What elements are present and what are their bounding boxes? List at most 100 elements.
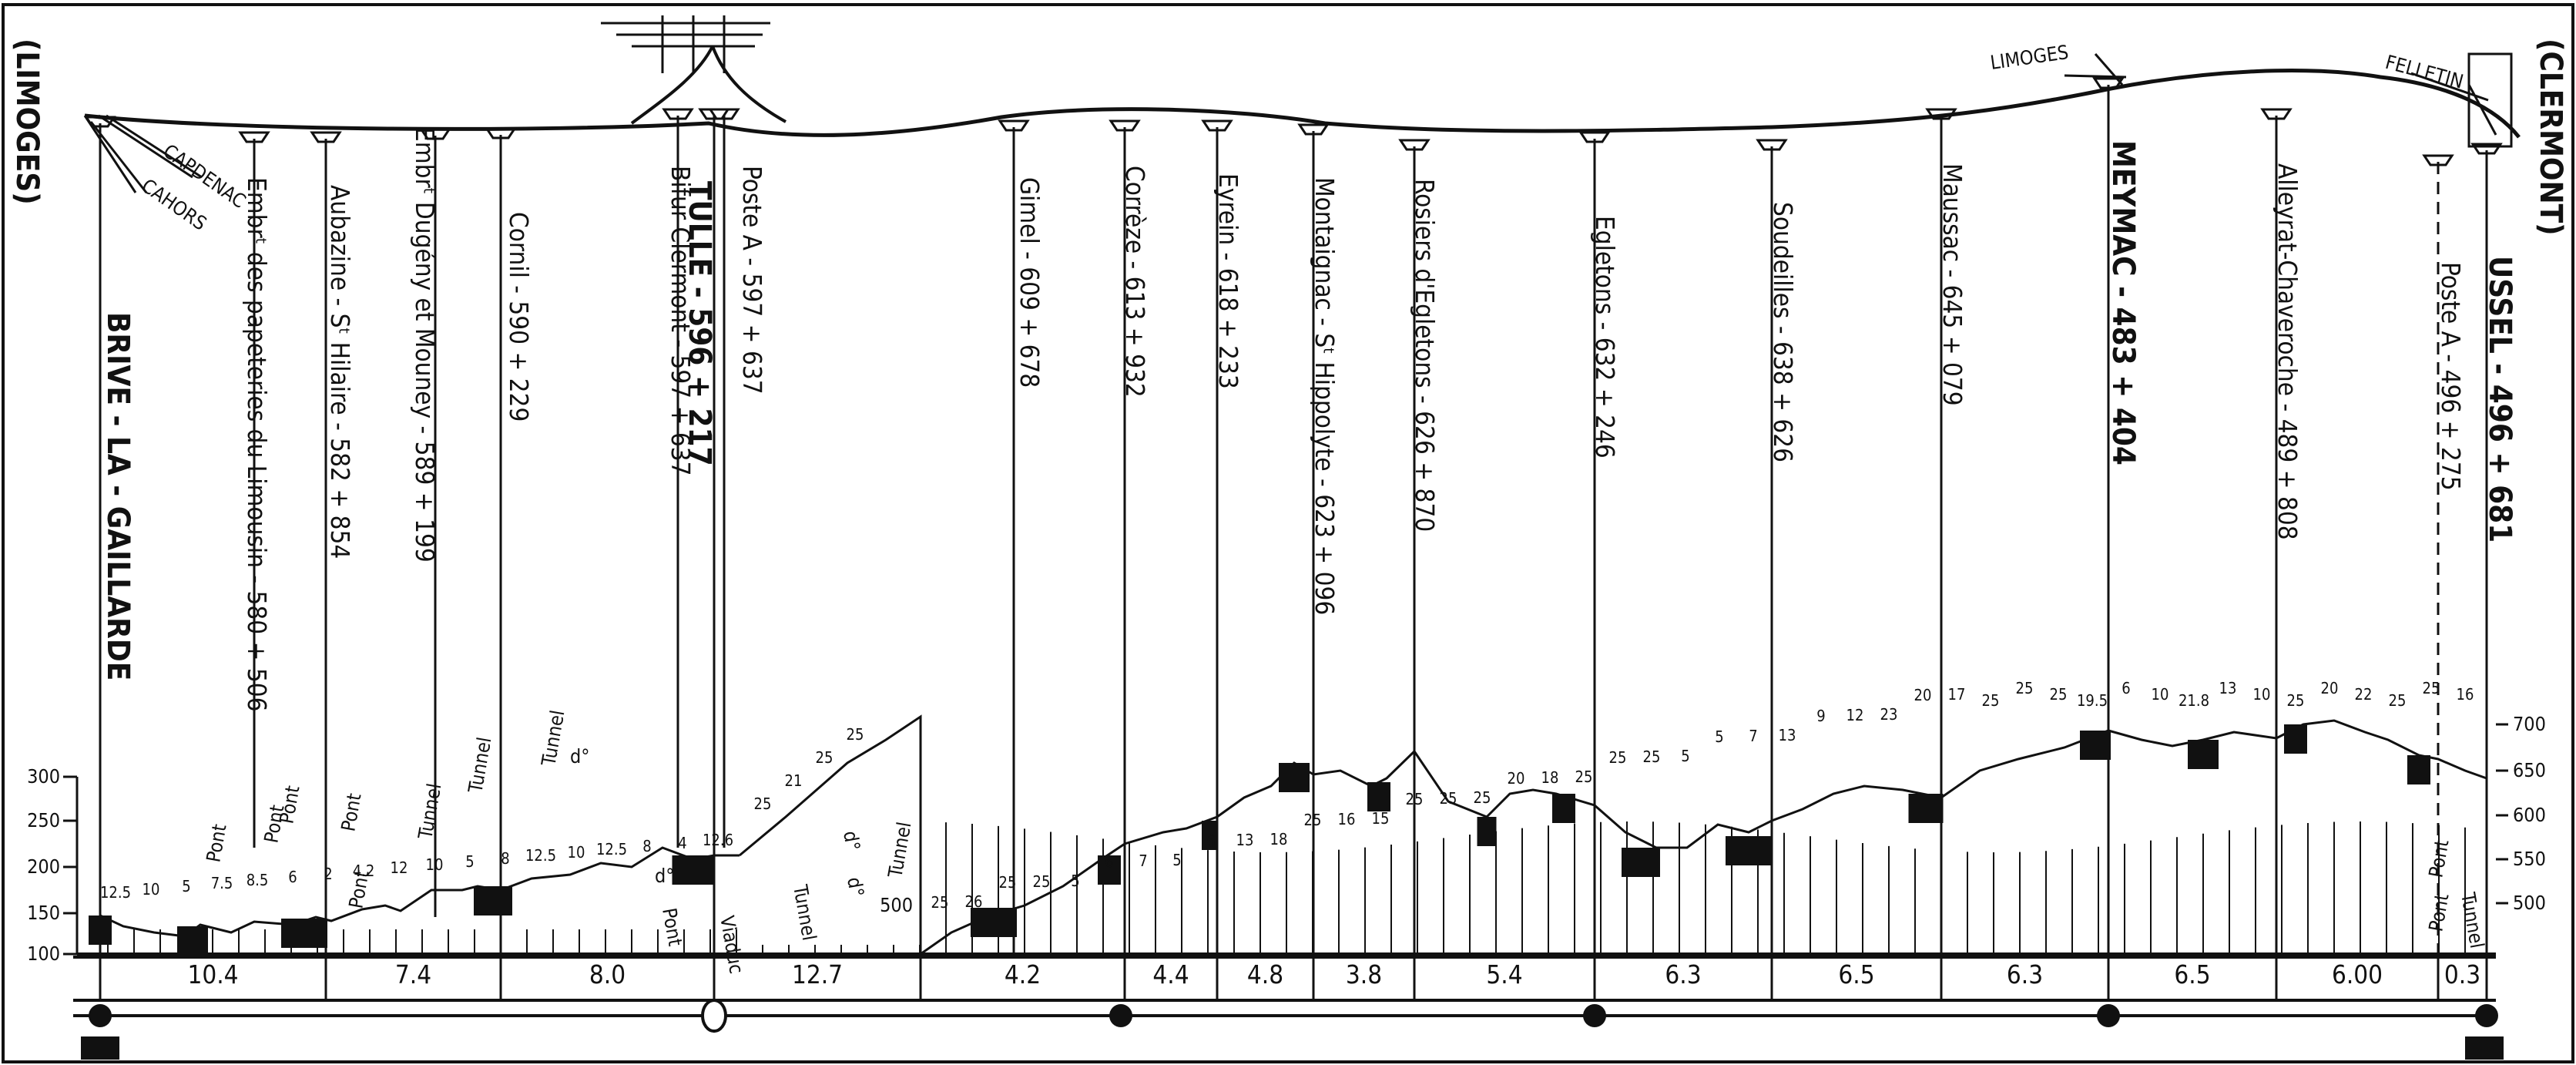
station-platform-block [1908,794,1944,823]
gradient-label: 20 [2321,679,2339,697]
gradient-label: 5 [1715,727,1723,746]
gradient-label: 26 [965,892,983,911]
station-shelter-icon [1398,139,1431,151]
gradient-label: 25 [2050,685,2068,704]
distance-label: 6.00 [2332,959,2383,989]
gradient-label: 10 [568,843,585,862]
left-scale-tick: 250 [27,809,60,832]
distance-label: 7.4 [395,959,431,989]
gradient-label: 25 [1033,872,1051,891]
left-scale-tick: 200 [27,855,60,878]
structure-label: Pont [337,791,365,833]
gradient-label: 6 [2122,679,2130,697]
structure-label: Pont [2424,838,2453,879]
structure-label: Tunnel [464,735,495,795]
inner-scale-tick: 500 [880,894,913,916]
gradient-label: 12 [391,858,408,877]
station-shelter-icon [310,131,342,143]
structure-label: Pont [344,868,373,910]
station-shelter-icon [708,108,740,120]
station-label: Poste A - 496 + 275 [2436,262,2466,491]
station-platform-block [672,855,715,885]
station-shelter-icon [2260,108,2293,120]
gradient-label: 5 [1172,851,1181,869]
gradient-label: 10 [2152,685,2169,704]
gradient-label: 25 [1643,748,1661,766]
track-plan [83,15,2521,193]
station-label: USSEL - 496 + 681 [2482,256,2517,543]
structure-label: Pont [2424,892,2453,933]
distance-label: 4.4 [1152,959,1189,989]
gradient-label: 9 [1816,707,1825,725]
gradient-label: 25 [999,873,1017,892]
distance-label: 3.8 [1346,959,1382,989]
gradient-label: 20 [1508,769,1525,788]
station-label: BRIVE - LA - GAILLARDE [100,312,136,680]
station-platform-block [281,919,327,948]
station-label: Bifur Clermont - 597 + 637 [666,166,696,476]
branch-limoges: LIMOGES [1989,41,2070,74]
gradient-label: 5 [1681,747,1689,765]
gradient-label: 25 [816,748,834,767]
station-platform-block [1477,817,1497,846]
gradient-label: 25 [2389,691,2407,710]
station-shelter-icon [2092,77,2125,89]
station-label: Soudeilles - 638 + 626 [1768,202,1798,462]
gradient-label: 17 [1948,685,1966,704]
station-platform-block [2407,755,2430,784]
junction-marker [89,1004,112,1027]
gradient-label: 25 [2423,679,2440,697]
gradient-label: 25 [2016,679,2034,697]
gradient-label: 12 [1846,706,1864,724]
gradient-label: 5 [1071,872,1079,890]
gradient-label: 15 [1372,809,1390,828]
distance-label: 6.5 [1838,959,1874,989]
station-label: Gimel - 609 + 678 [1015,177,1045,388]
gradient-label: 21 [785,771,803,790]
gradient-label: 25 [1474,788,1491,807]
gradient-label: 10 [426,855,444,874]
gradient-label: 5 [465,852,474,871]
left-scale-tick: 300 [27,765,60,788]
gradient-label: 10 [2253,685,2271,704]
gradient-label: 12.5 [596,840,627,858]
profile-line-brive-tulle [99,846,740,938]
junction-marker [1109,1004,1132,1027]
station-label: Corrèze - 613 + 932 [1120,166,1150,398]
gradient-label: 4 [678,834,686,852]
gradient-label: 5 [182,877,190,895]
station-shelter-icon [1578,131,1611,143]
structure-label: d° [843,875,868,899]
station-label: Cornil - 590 + 229 [504,212,534,422]
station-shelter-icon [84,116,116,128]
station-platform-block [2284,724,2307,754]
distance-label: 12.7 [792,959,843,989]
gradient-label: 6 [1206,832,1215,850]
gradient-label: 25 [847,725,864,744]
gradient-label: 12.6 [703,831,733,849]
distance-label: 10.4 [187,959,238,989]
station-shelter-icon [1297,123,1330,136]
station-label: Aubazine - Sᵗ Hilaire - 582 + 854 [325,185,355,559]
gradient-label: 25 [2287,691,2305,710]
station-shelter-icon [2470,143,2503,155]
distance-label: 4.8 [1247,959,1283,989]
right-end-label: (CLERMONT) [2533,39,2568,236]
gradient-label: 18 [1270,830,1288,848]
station-label: Poste A - 597 + 637 [737,166,767,395]
distance-label: 6.5 [2174,959,2210,989]
station-platform-block [1726,836,1772,865]
structure-label: Pont [658,906,686,948]
gradient-label: 12.5 [100,883,131,902]
station-label: Maussac - 645 + 079 [1937,163,1967,406]
distance-label: 0.3 [2444,959,2480,989]
gradient-label: 6 [288,868,297,886]
station-label: Egletons - 632 + 246 [1590,216,1620,459]
station-platform-block [1552,794,1575,823]
gradient-label: 4.2 [353,862,375,880]
gradient-label: 8 [501,849,509,868]
gradient-label: 13 [2219,679,2237,697]
